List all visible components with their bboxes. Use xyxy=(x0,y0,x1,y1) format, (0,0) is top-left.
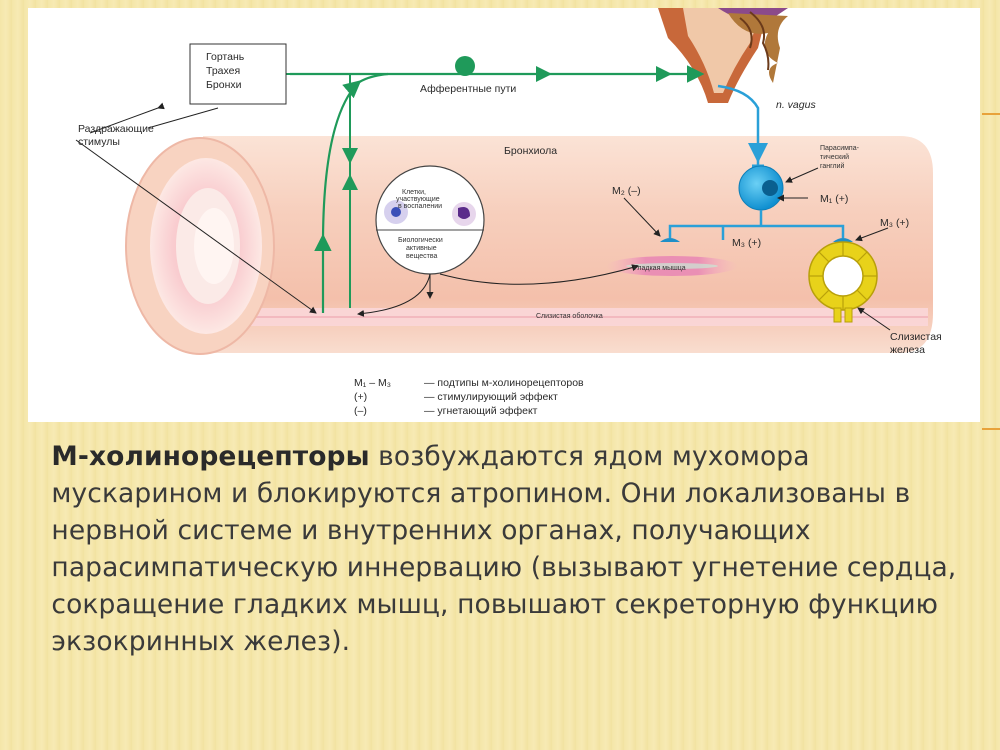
brainstem-illustration xyxy=(658,8,788,103)
label-ganglion-2: тический xyxy=(820,153,849,161)
legend-3-text: — угнетающий эффект xyxy=(424,405,538,417)
label-bronchi: Бронхи xyxy=(206,79,242,91)
label-m3-muscle: M₃ (+) xyxy=(732,237,761,249)
label-bronchiole: Бронхиола xyxy=(504,145,557,157)
label-m1: M₁ (+) xyxy=(820,193,848,205)
accent-line-bottom xyxy=(982,428,1000,430)
label-cells-3: в воспалении xyxy=(398,203,442,210)
legend-3-key: (–) xyxy=(354,405,367,417)
legend-1-text: — подтипы м-холинорецепторов xyxy=(424,377,584,389)
body-text: возбуждаются ядом мухомора мускарином и … xyxy=(51,441,957,657)
label-cells-1: Клетки, xyxy=(402,189,426,196)
mucous-gland xyxy=(808,241,878,323)
label-m3-gland: M₃ (+) xyxy=(880,217,909,229)
label-gland-2: железа xyxy=(890,344,925,356)
legend: M₁ – M₃ — подтипы м-холинорецепторов (+)… xyxy=(354,377,584,417)
label-stimuli-2: стимулы xyxy=(78,136,120,148)
label-mucosa: Слизистая оболочка xyxy=(536,312,603,320)
label-stimuli-1: Раздражающие xyxy=(78,123,154,135)
bullet-text: М-холинорецепторы возбуждаются ядом мухо… xyxy=(51,438,979,660)
label-bio-2: активные xyxy=(406,245,437,252)
bold-term: М-холинорецепторы xyxy=(51,441,370,472)
label-cells-2: участвующие xyxy=(396,196,440,203)
inflammation-cells-circle xyxy=(375,165,485,275)
legend-2-text: — стимулирующий эффект xyxy=(424,391,558,403)
bullet-paragraph: М-холинорецепторы возбуждаются ядом мухо… xyxy=(44,438,979,660)
label-m2: M₂ (–) xyxy=(612,185,641,197)
label-bio-1: Биологически xyxy=(398,237,443,244)
legend-1-key: M₁ – M₃ xyxy=(354,377,391,389)
diagram-figure: Гортань Трахея Бронхи Раздражающие стиму… xyxy=(28,8,980,422)
label-ganglion-1: Парасимпа- xyxy=(820,145,860,152)
m2-receptor xyxy=(660,238,680,242)
label-afferent: Афферентные пути xyxy=(420,83,516,95)
vagus-nerve-line xyxy=(717,84,768,163)
legend-2-key: (+) xyxy=(354,391,367,403)
m3-receptor-gland xyxy=(833,238,853,242)
label-gland-1: Слизистая xyxy=(890,331,942,343)
label-bio-3: вещества xyxy=(406,253,437,260)
bullet-marker xyxy=(44,438,51,660)
label-larynx: Гортань xyxy=(206,51,245,63)
label-vagus: n. vagus xyxy=(776,99,816,111)
larynx-label-box xyxy=(189,43,287,105)
label-smooth-muscle: Гладкая мышца xyxy=(634,265,686,272)
label-ganglion-3: ганглий xyxy=(820,162,845,170)
label-trachea: Трахея xyxy=(206,65,240,77)
accent-line-top xyxy=(982,113,1000,115)
